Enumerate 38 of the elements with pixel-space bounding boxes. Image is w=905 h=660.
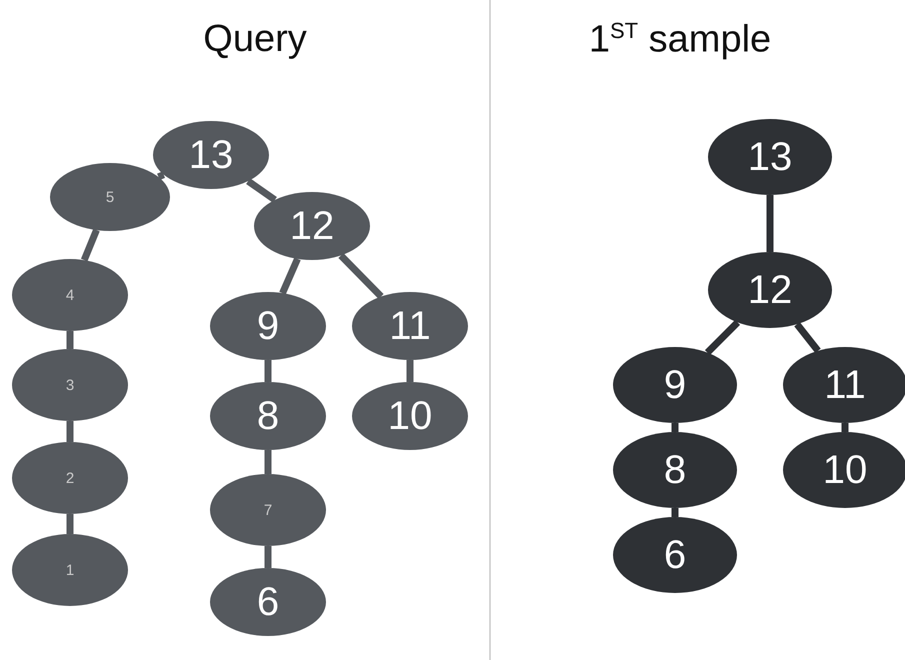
tree-edge (672, 508, 678, 517)
tree-edge (246, 178, 277, 203)
tree-node: 9 (210, 292, 326, 360)
tree-edge (794, 322, 821, 353)
tree-node: 8 (210, 382, 326, 450)
tree-edge (406, 360, 414, 382)
tree-edge (338, 253, 384, 299)
tree-node: 3 (12, 349, 128, 421)
tree-edge (264, 450, 272, 474)
tree-edge (842, 423, 848, 432)
tree-node: 11 (352, 292, 468, 360)
tree-node: 1 (12, 534, 128, 606)
tree-edge (264, 360, 272, 382)
tree-edge (264, 546, 272, 568)
panel-heading: Query (203, 18, 307, 61)
tree-edge (66, 514, 74, 534)
panel-heading: 1$^{ST}$ sample (588, 18, 772, 62)
tree-node: 13 (153, 121, 269, 189)
tree-node: 2 (12, 442, 128, 514)
tree-node: 9 (613, 347, 737, 423)
tree-node: 10 (783, 432, 905, 508)
tree-edge (80, 228, 100, 262)
tree-node: 5 (50, 163, 170, 231)
tree-node: 10 (352, 382, 468, 450)
tree-node: 7 (210, 474, 326, 546)
tree-node: 8 (613, 432, 737, 508)
tree-node: 12 (254, 192, 370, 260)
tree-node: 4 (12, 259, 128, 331)
tree-node: 12 (708, 252, 832, 328)
tree-node: 6 (210, 568, 326, 636)
tree-node: 11 (783, 347, 905, 423)
tree-node: 6 (613, 517, 737, 593)
tree-edge (766, 195, 774, 252)
tree-edge (66, 421, 74, 442)
tree-edge (704, 320, 740, 356)
tree-edge (672, 423, 678, 432)
tree-edge (66, 331, 74, 349)
tree-node: 13 (708, 119, 832, 195)
